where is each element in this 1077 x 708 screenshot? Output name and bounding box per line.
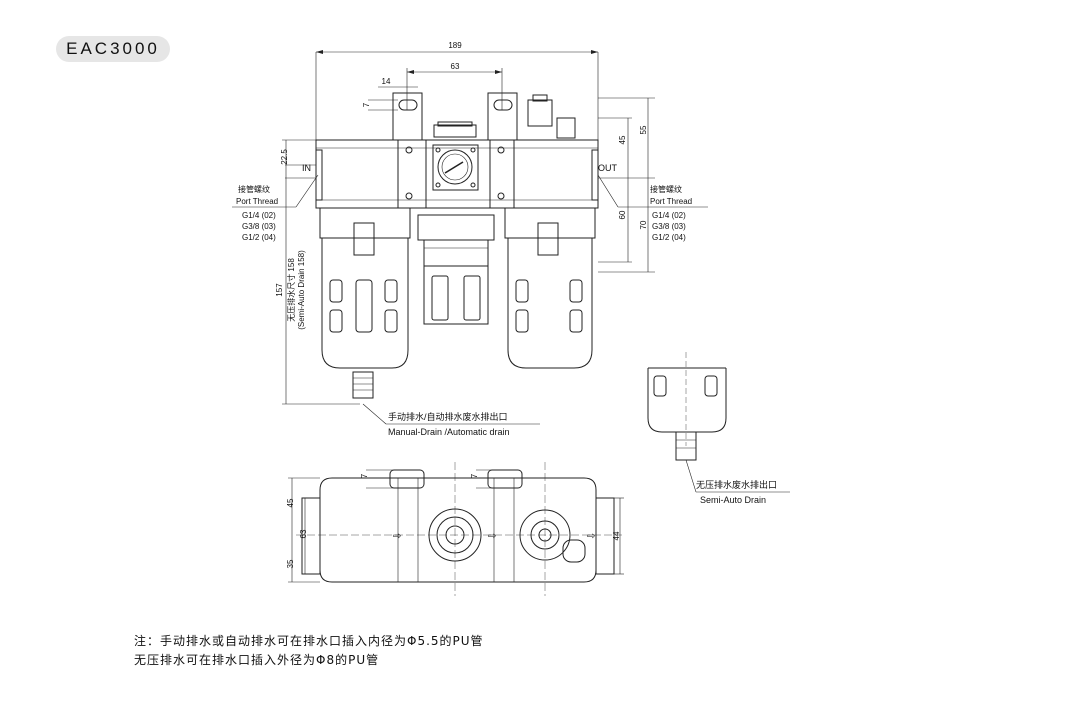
thread-left-2: G3/8 (03)	[242, 222, 276, 231]
top-dim-44: 44	[612, 531, 621, 540]
semi-auto-drain-cn: 无压排水废水排出口	[696, 479, 777, 490]
thread-right-1: G1/4 (02)	[652, 211, 686, 220]
top-dim-35: 35	[286, 559, 295, 568]
port-in-label: IN	[302, 163, 311, 173]
semi-auto-dim-cn: 无压排水尺寸 158	[286, 258, 296, 322]
svg-text:⇨: ⇨	[393, 531, 401, 542]
dim-157: 157	[275, 283, 284, 297]
dim-7: 7	[362, 102, 371, 107]
svg-text:⇨: ⇨	[587, 531, 595, 542]
svg-text:⇨: ⇨	[488, 531, 496, 542]
port-out-label: OUT	[598, 163, 618, 173]
side-view: 无压排水废水排出口 Semi-Auto Drain	[647, 352, 790, 505]
semi-auto-drain-en: Semi-Auto Drain	[700, 495, 766, 505]
dim-70: 70	[639, 220, 648, 229]
port-thread-cn-left: 接管螺纹	[238, 184, 270, 194]
thread-left-1: G1/4 (02)	[242, 211, 276, 220]
semi-auto-dim-en: (Semi-Auto Drain 158)	[297, 250, 306, 330]
thread-left-3: G1/2 (04)	[242, 233, 276, 242]
top-dim-7a: 7	[360, 473, 369, 478]
drain-label-cn: 手动排水/自动排水废水排出口	[388, 411, 508, 422]
front-view: 189 63 14 7	[232, 41, 708, 437]
thread-right-2: G3/8 (03)	[652, 222, 686, 231]
dim-22-5: 22.5	[280, 149, 289, 165]
dim-45: 45	[618, 135, 627, 144]
note-line-1: 注：手动排水或自动排水可在排水口插入内径为Φ5.5的PU管	[134, 634, 484, 648]
dim-55: 55	[639, 125, 648, 134]
dim-60: 60	[618, 210, 627, 219]
top-view: ⇨ ⇨ ⇨ 7 7 45 35 63 44	[286, 462, 624, 596]
dim-14: 14	[382, 77, 391, 86]
dim-189: 189	[448, 41, 462, 50]
drain-label-en: Manual-Drain /Automatic drain	[388, 427, 510, 437]
top-dim-63: 63	[299, 529, 308, 538]
note-line-2: 无压排水可在排水口插入外径为Φ8的PU管	[134, 653, 380, 667]
thread-right-3: G1/2 (04)	[652, 233, 686, 242]
model-badge: EAC3000	[56, 36, 170, 62]
dim-63: 63	[451, 62, 460, 71]
top-dim-7b: 7	[470, 473, 479, 478]
port-thread-en-right: Port Thread	[650, 197, 692, 206]
port-thread-cn-right: 接管螺纹	[650, 184, 682, 194]
port-thread-en-left: Port Thread	[236, 197, 278, 206]
top-dim-45: 45	[286, 498, 295, 507]
